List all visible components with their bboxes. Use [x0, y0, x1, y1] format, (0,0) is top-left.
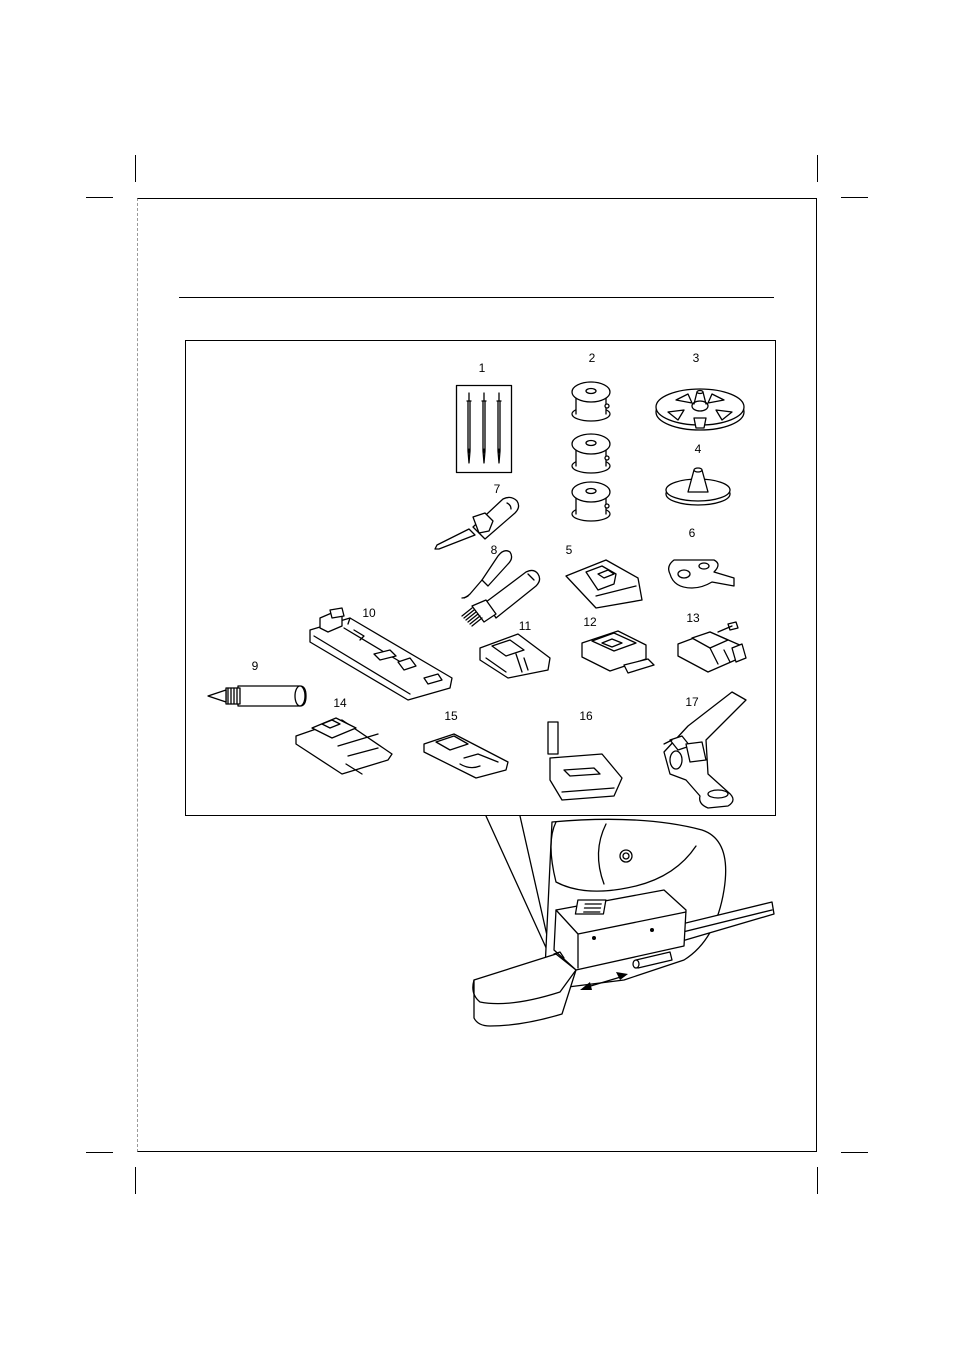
accessory-storage-box-icon: [466, 820, 786, 1032]
